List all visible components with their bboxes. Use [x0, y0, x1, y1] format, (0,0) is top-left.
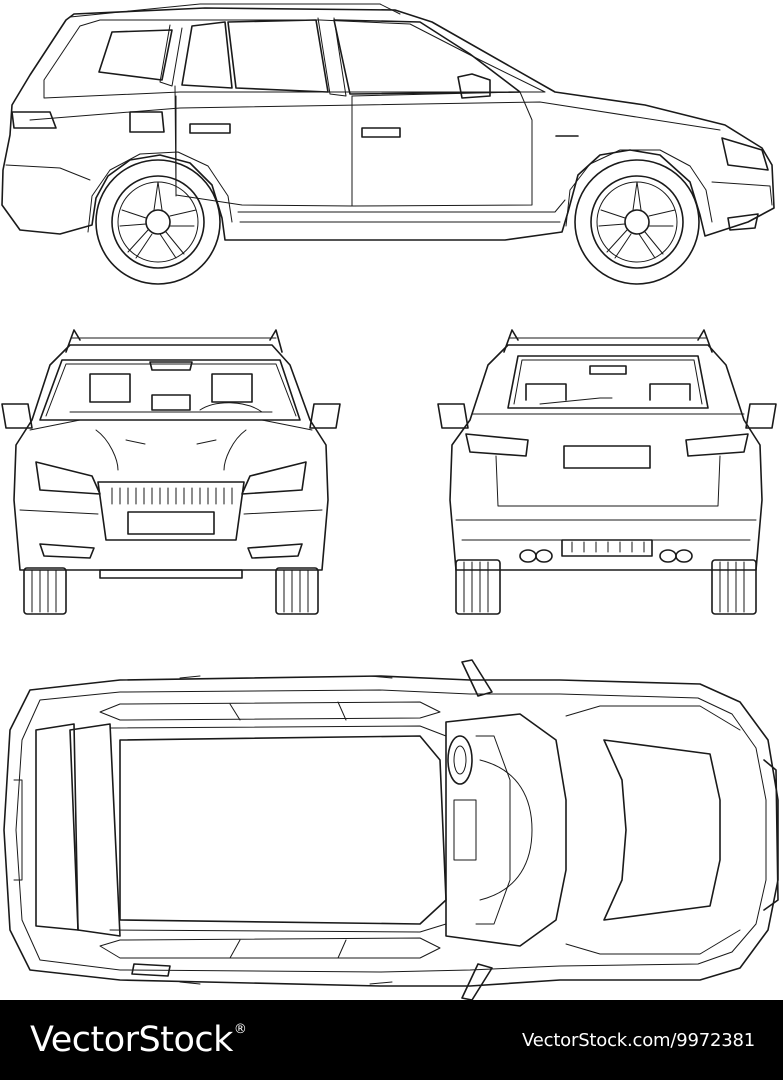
registered-mark: ®	[233, 1021, 247, 1037]
car-side-view	[1, 3, 775, 285]
watermark-footer: VectorStock® VectorStock.com/9972381	[0, 1000, 783, 1080]
suv-blueprint-diagram	[1, 3, 779, 1000]
stock-url: VectorStock.com/9972381	[522, 1029, 755, 1051]
car-front-view	[1, 329, 341, 615]
brand-name: VectorStock	[30, 1019, 233, 1060]
car-top-view	[3, 659, 779, 1000]
car-rear-view	[437, 329, 777, 615]
vectorstock-logo: VectorStock®	[30, 1019, 247, 1060]
